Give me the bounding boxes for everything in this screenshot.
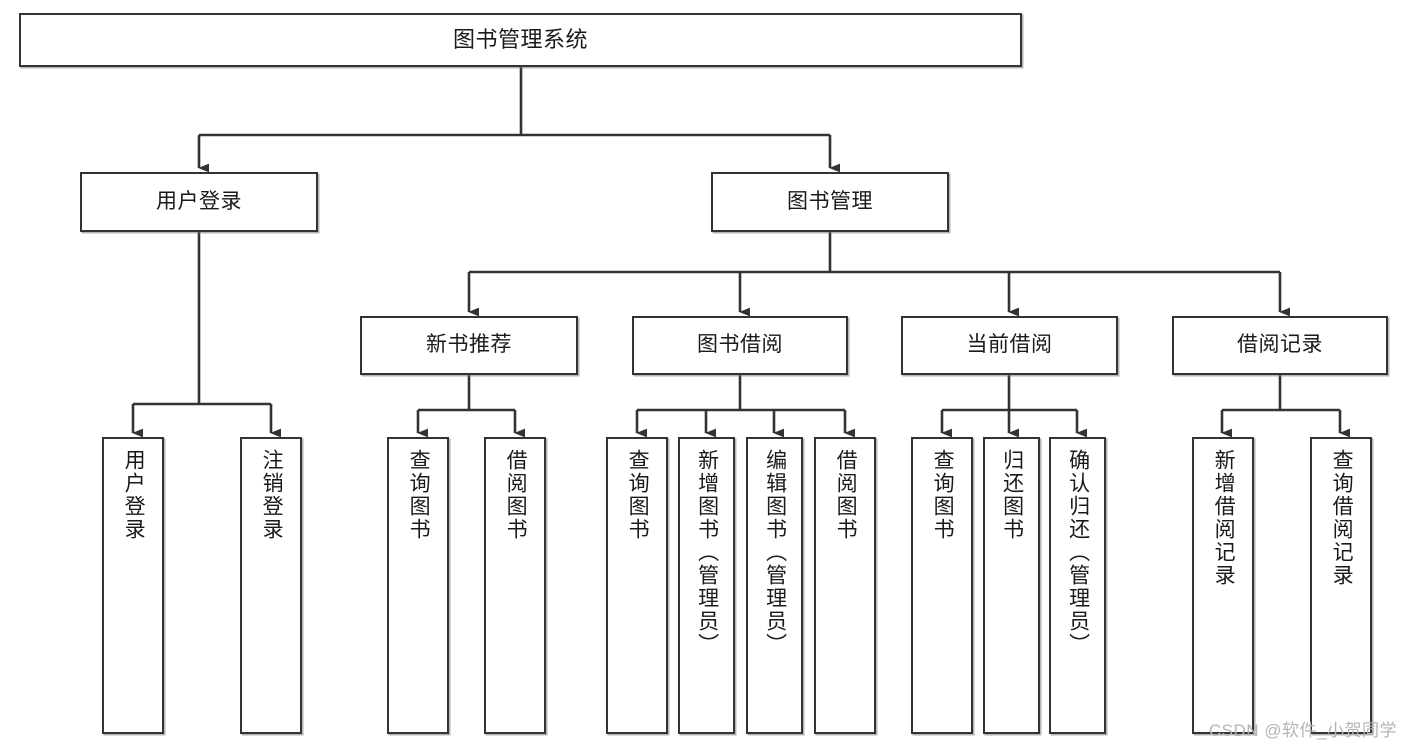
node-label: 查询图书 <box>931 449 955 541</box>
node-borrow-record[interactable]: 借阅记录 <box>1172 316 1388 375</box>
node-book-management[interactable]: 图书管理 <box>711 172 949 232</box>
node-label: 确认归还（管理员） <box>1066 449 1090 656</box>
node-label: 新书推荐 <box>426 333 512 357</box>
node-new-book-recommend[interactable]: 新书推荐 <box>360 316 578 375</box>
leaf-query-book-current[interactable]: 查询图书 <box>911 437 973 734</box>
node-label: 借阅图书 <box>834 449 858 541</box>
node-current-borrow[interactable]: 当前借阅 <box>901 316 1118 375</box>
node-label: 用户登录 <box>156 189 242 213</box>
leaf-logout-login[interactable]: 注销登录 <box>240 437 302 734</box>
node-label: 借阅记录 <box>1237 333 1323 357</box>
leaf-borrow-book-new-book[interactable]: 借阅图书 <box>484 437 546 734</box>
node-label: 注销登录 <box>260 449 284 541</box>
node-label: 借阅图书 <box>504 449 528 541</box>
leaf-borrow-book[interactable]: 借阅图书 <box>814 437 876 734</box>
node-book-borrow[interactable]: 图书借阅 <box>632 316 848 375</box>
leaf-add-book-admin[interactable]: 新增图书（管理员） <box>678 437 735 734</box>
node-label: 归还图书 <box>1000 449 1024 541</box>
csdn-watermark: CSDN @软件_小贺同学 <box>1208 721 1397 740</box>
leaf-add-borrow-record[interactable]: 新增借阅记录 <box>1192 437 1254 734</box>
node-label: 查询图书 <box>626 449 650 541</box>
node-label: 查询图书 <box>407 449 431 541</box>
node-book-management-system[interactable]: 图书管理系统 <box>19 13 1022 67</box>
leaf-return-book[interactable]: 归还图书 <box>983 437 1040 734</box>
node-label: 图书管理 <box>787 189 873 213</box>
node-label: 图书借阅 <box>697 333 783 357</box>
leaf-query-book-borrow[interactable]: 查询图书 <box>606 437 668 734</box>
leaf-query-borrow-record[interactable]: 查询借阅记录 <box>1310 437 1372 734</box>
leaf-edit-book-admin[interactable]: 编辑图书（管理员） <box>746 437 803 734</box>
leaf-user-login[interactable]: 用户登录 <box>102 437 164 734</box>
node-user-login[interactable]: 用户登录 <box>80 172 318 232</box>
node-label: 编辑图书（管理员） <box>763 449 787 656</box>
node-label: 当前借阅 <box>966 333 1053 357</box>
node-label: 新增图书（管理员） <box>695 449 719 656</box>
leaf-query-book-new-book[interactable]: 查询图书 <box>387 437 449 734</box>
node-label: 查询借阅记录 <box>1330 449 1354 587</box>
node-label: 用户登录 <box>122 449 146 541</box>
leaf-confirm-return-admin[interactable]: 确认归还（管理员） <box>1049 437 1106 734</box>
node-label: 新增借阅记录 <box>1212 449 1236 587</box>
node-label: 图书管理系统 <box>452 27 588 53</box>
